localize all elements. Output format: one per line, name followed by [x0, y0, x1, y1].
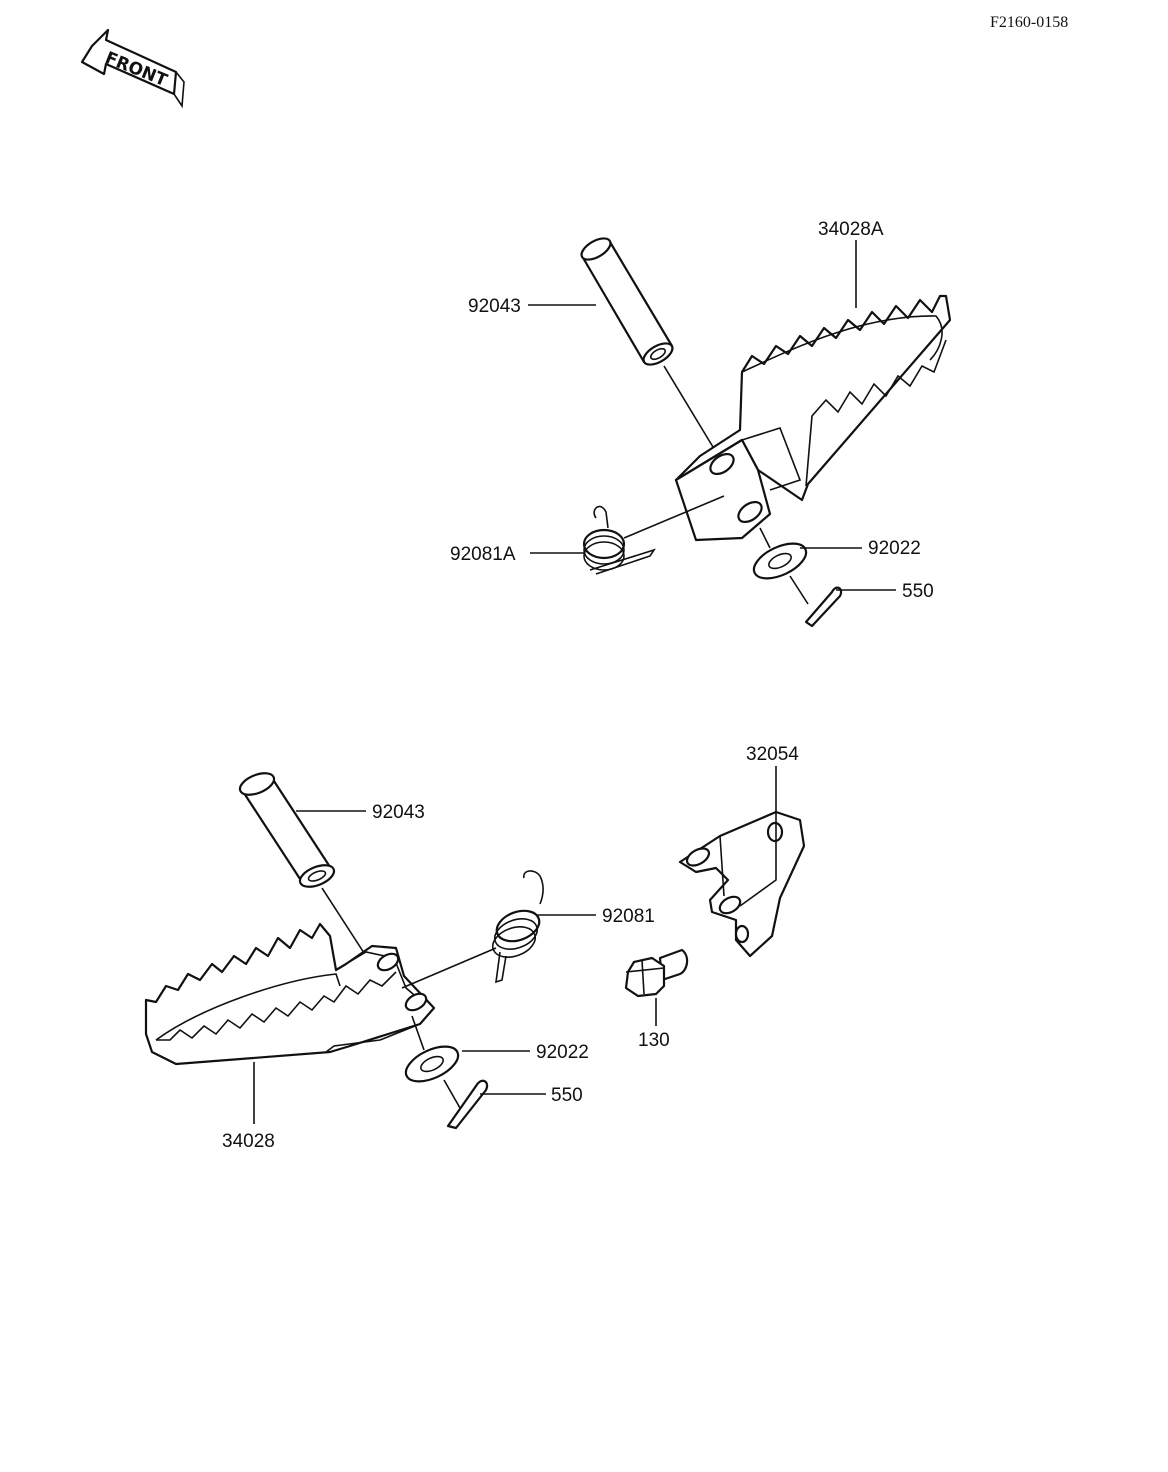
callout-upper-washer: 92022 [868, 538, 921, 559]
lower-footpeg [144, 922, 436, 1066]
lower-cotter-pin [446, 1079, 489, 1130]
upper-pin [580, 237, 674, 366]
callout-lower-washer: 92022 [536, 1042, 589, 1063]
bracket [678, 810, 806, 958]
callout-bracket: 32054 [746, 744, 799, 765]
callout-lower-spring: 92081 [602, 906, 655, 927]
lower-assembly [144, 772, 806, 1130]
callout-upper-pin: 92043 [468, 296, 521, 317]
sheet-code: F2160-0158 [990, 14, 1068, 31]
front-arrow-icon: FRONT [80, 28, 185, 109]
lower-spring [491, 870, 544, 984]
callout-upper-footpeg: 34028A [818, 219, 884, 240]
upper-footpeg [674, 294, 952, 542]
upper-assembly [580, 237, 952, 628]
bolt [624, 948, 689, 998]
lower-washer [404, 1045, 460, 1083]
callout-lower-footpeg: 34028 [222, 1131, 275, 1152]
upper-washer [752, 542, 808, 580]
callout-bolt: 130 [638, 1030, 670, 1051]
callout-lower-pin: 92043 [372, 802, 425, 823]
callout-lower-cotter: 550 [551, 1085, 583, 1106]
callout-upper-cotter: 550 [902, 581, 934, 602]
upper-cotter-pin [804, 586, 843, 628]
lower-pin [238, 772, 336, 888]
callout-upper-spring: 92081A [450, 544, 516, 565]
upper-spring [582, 505, 656, 575]
